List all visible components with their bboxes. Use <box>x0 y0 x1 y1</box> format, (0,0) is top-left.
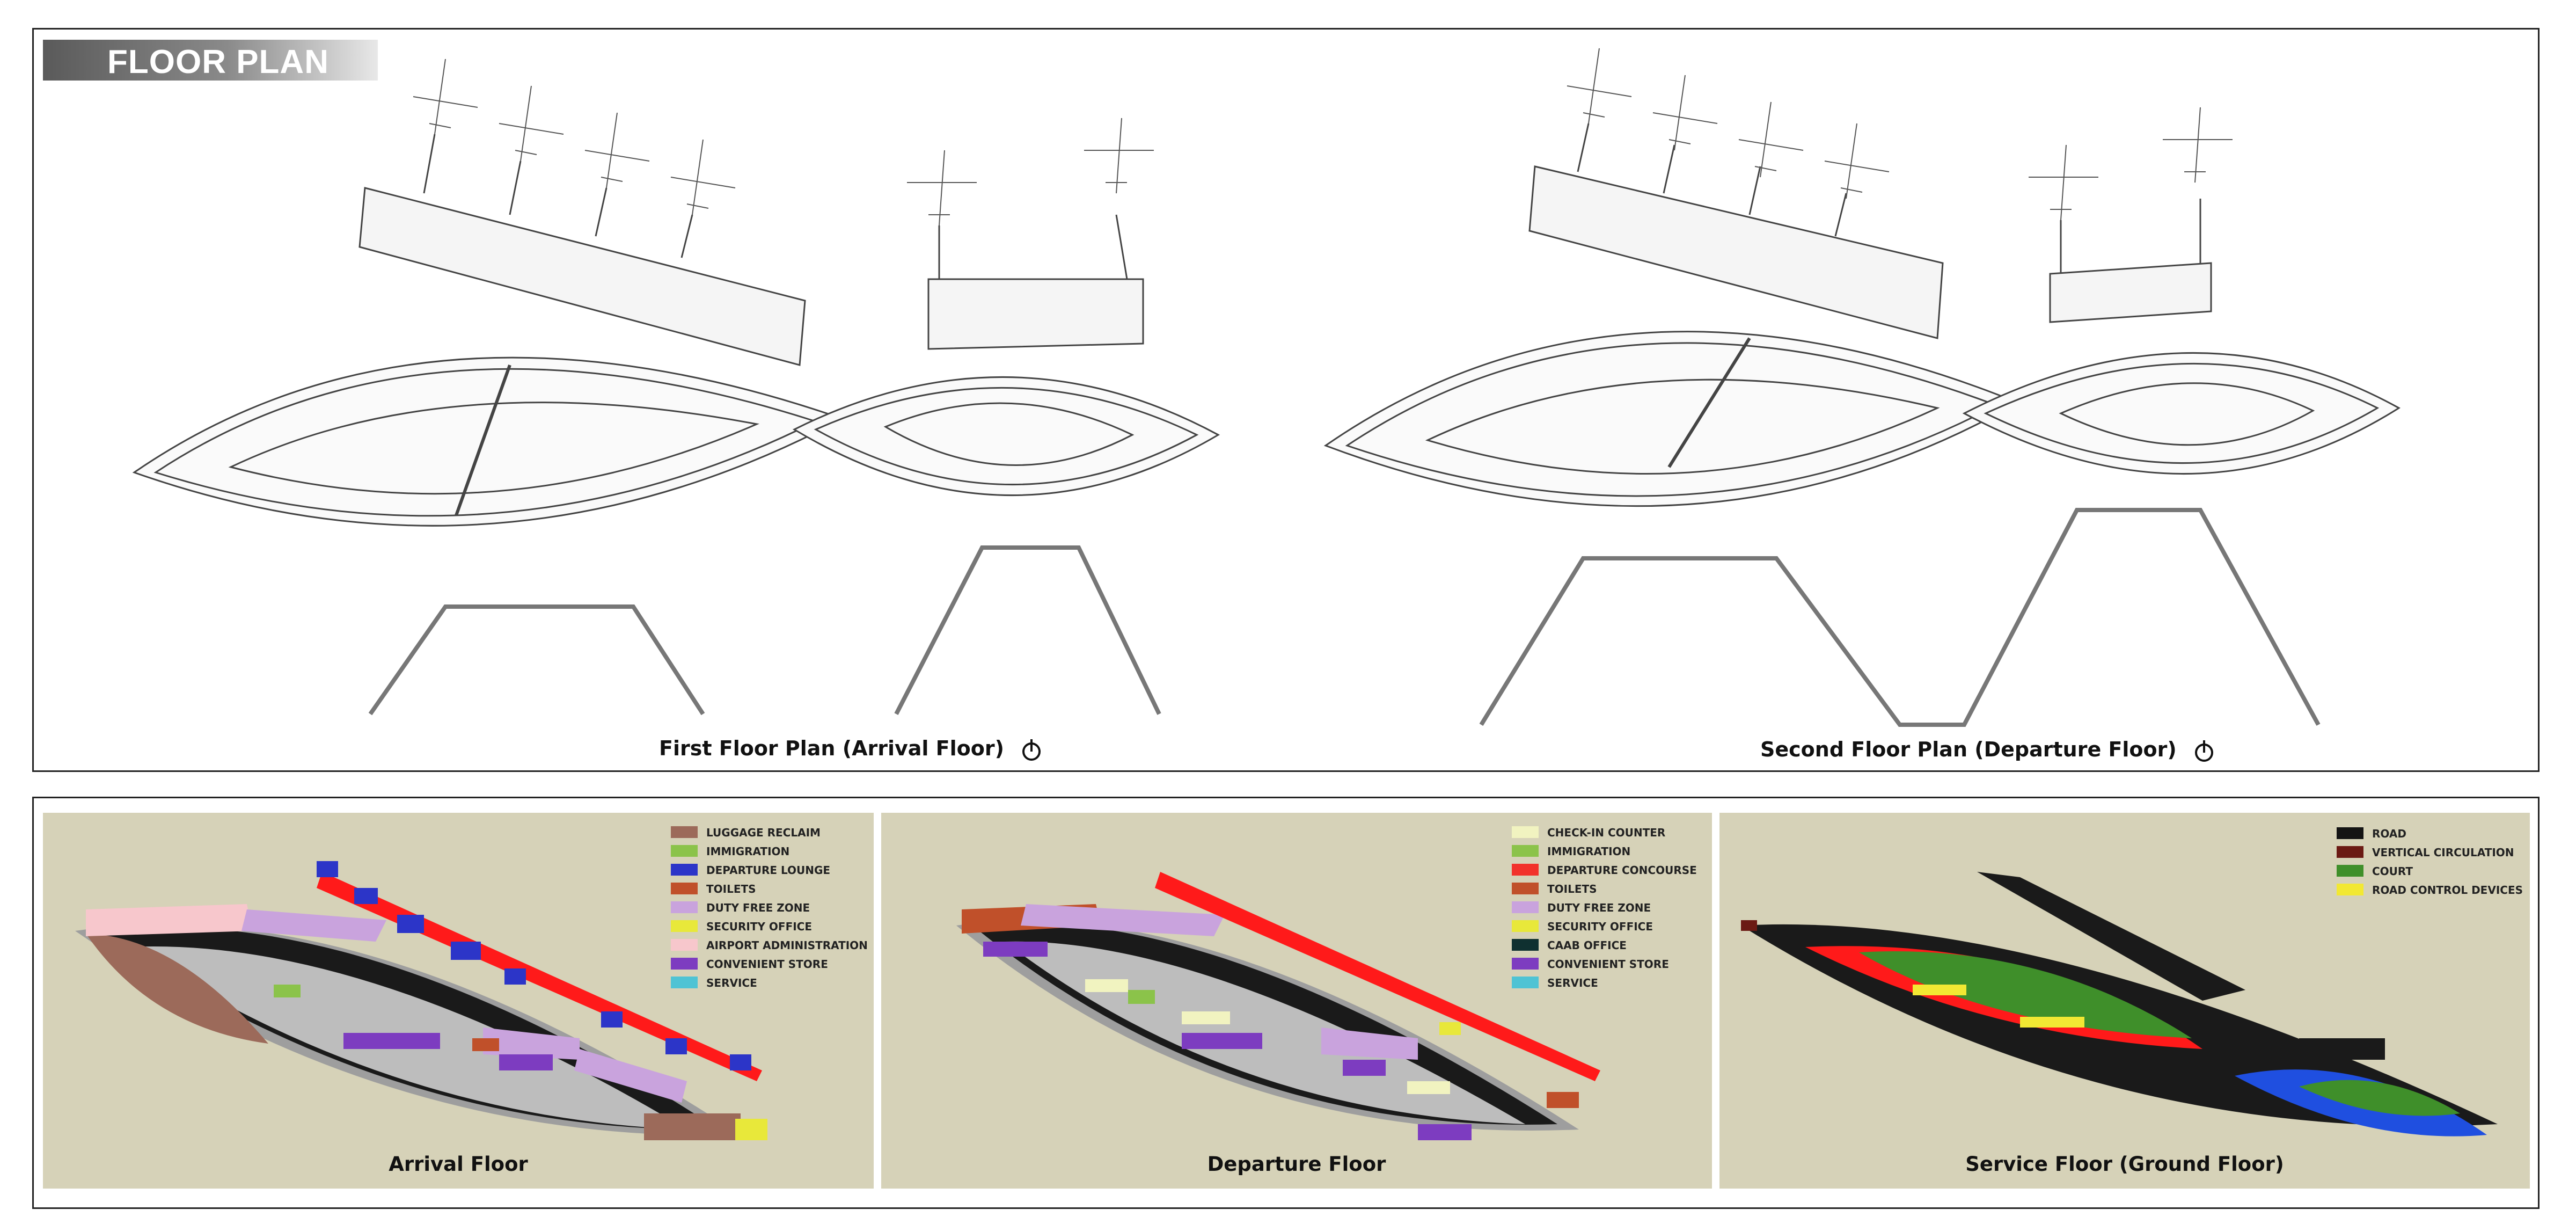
legend-swatch <box>2337 884 2363 895</box>
legend-label: IMMIGRATION <box>706 845 790 858</box>
legend-label: AIRPORT ADMINISTRATION <box>706 939 868 952</box>
legend-label: TOILETS <box>1547 883 1597 895</box>
legend-swatch <box>671 883 698 894</box>
legend-label: DEPARTURE LOUNGE <box>706 864 831 877</box>
legend-swatch <box>671 845 698 857</box>
arrival-floor-panel: LUGGAGE RECLAIM IMMIGRATION DEPARTURE LOUN… <box>43 813 874 1189</box>
north-arrow-icon <box>2195 740 2213 762</box>
first-floor-plan-caption: First Floor Plan (Arrival Floor) <box>659 737 1042 762</box>
legend-label: TOILETS <box>706 883 756 895</box>
first-floor-plan-drawing <box>132 59 1220 716</box>
legend-label: SECURITY OFFICE <box>1547 920 1653 933</box>
page-title: FLOOR PLAN <box>107 43 329 81</box>
legend-label: SERVICE <box>706 977 757 989</box>
second-floor-plan-caption: Second Floor Plan (Departure Floor) <box>1760 738 2215 763</box>
departure-floor-panel: CHECK-IN COUNTER IMMIGRATION DEPARTURE CON… <box>881 813 1712 1189</box>
legend-swatch <box>671 958 698 970</box>
legend-label: COURT <box>2372 865 2413 878</box>
legend-swatch <box>1512 883 1539 894</box>
legend-swatch <box>2337 846 2363 858</box>
legend-label: SECURITY OFFICE <box>706 920 813 933</box>
legend-label: IMMIGRATION <box>1547 845 1631 858</box>
legend-label: VERTICAL CIRCULATION <box>2372 846 2514 859</box>
legend-swatch <box>671 920 698 932</box>
legend-label: DUTY FREE ZONE <box>1547 901 1651 914</box>
service-floor-diagram <box>1741 872 2498 1136</box>
legend-label: DEPARTURE CONCOURSE <box>1547 864 1697 877</box>
second-floor-plan-drawing <box>1323 48 2401 727</box>
legend-label: CONVENIENT STORE <box>706 958 828 971</box>
legend-swatch <box>1512 920 1539 932</box>
legend-swatch <box>1512 826 1539 838</box>
arrival-floor-title: Arrival Floor <box>389 1153 528 1176</box>
legend-swatch <box>671 977 698 988</box>
service-floor-title: Service Floor (Ground Floor) <box>1965 1153 2284 1176</box>
legend-swatch <box>1512 864 1539 876</box>
arrival-floor-diagram <box>75 861 767 1140</box>
legend-label: CONVENIENT STORE <box>1547 958 1669 971</box>
legend-swatch <box>671 826 698 838</box>
legend-swatch <box>1512 901 1539 913</box>
legend-swatch <box>1512 977 1539 988</box>
first-floor-plan-label: First Floor Plan (Arrival Floor) <box>659 737 1004 760</box>
legend-swatch <box>671 901 698 913</box>
legend-label: ROAD CONTROL DEVICES <box>2372 884 2523 897</box>
legend-label: LUGGAGE RECLAIM <box>706 826 821 839</box>
title-banner: FLOOR PLAN <box>43 40 378 81</box>
north-arrow-icon <box>1022 739 1041 761</box>
legend-swatch <box>1512 958 1539 970</box>
service-floor-panel: ROAD VERTICAL CIRCULATION COURT ROAD CONTRO… <box>1719 813 2530 1189</box>
legend-swatch <box>671 864 698 876</box>
legend-label: CAAB OFFICE <box>1547 939 1627 952</box>
legend-label: SERVICE <box>1547 977 1598 989</box>
legend-swatch <box>1512 845 1539 857</box>
legend-swatch <box>1512 939 1539 951</box>
legend-label: ROAD <box>2372 827 2406 840</box>
departure-floor-diagram <box>956 872 1600 1140</box>
second-floor-plan-label: Second Floor Plan (Departure Floor) <box>1760 738 2177 761</box>
legend-label: DUTY FREE ZONE <box>706 901 810 914</box>
legend-swatch <box>2337 865 2363 877</box>
departure-floor-title: Departure Floor <box>1207 1153 1386 1176</box>
legend-swatch <box>2337 827 2363 839</box>
legend-label: CHECK-IN COUNTER <box>1547 826 1666 839</box>
legend-swatch <box>671 939 698 951</box>
